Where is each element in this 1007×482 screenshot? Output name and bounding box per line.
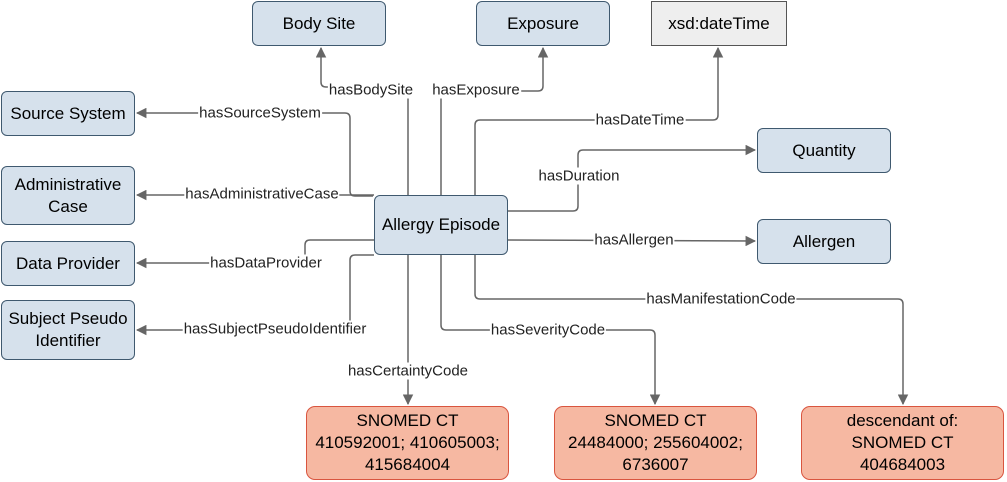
node-data-provider[interactable]: Data Provider	[1, 241, 135, 286]
label-has-duration: hasDuration	[537, 167, 621, 185]
label-has-exposure: hasExposure	[431, 81, 521, 99]
node-subject-pseudo-identifier[interactable]: Subject Pseudo Identifier	[1, 300, 135, 360]
label-has-administrative-case: hasAdministrativeCase	[184, 185, 340, 203]
node-quantity[interactable]: Quantity	[757, 128, 891, 173]
node-xsd-datetime[interactable]: xsd:dateTime	[651, 1, 787, 46]
node-certainty-codes[interactable]: SNOMED CT 410592001; 410605003; 41568400…	[306, 406, 509, 480]
edge-has-source-system	[135, 107, 373, 197]
node-exposure[interactable]: Exposure	[476, 1, 610, 46]
label-has-source-system: hasSourceSystem	[198, 104, 322, 122]
node-allergen[interactable]: Allergen	[757, 219, 891, 264]
label-has-body-site: hasBodySite	[327, 81, 415, 99]
edge-has-body-site	[315, 46, 409, 195]
label-has-severity-code: hasSeverityCode	[489, 321, 607, 339]
node-body-site[interactable]: Body Site	[252, 1, 386, 46]
label-has-manifestation-code: hasManifestationCode	[645, 290, 797, 308]
label-has-date-time: hasDateTime	[594, 111, 686, 129]
node-administrative-case[interactable]: Administrative Case	[1, 166, 135, 225]
node-source-system[interactable]: Source System	[1, 91, 135, 136]
label-has-certainty-code: hasCertaintyCode	[346, 362, 470, 380]
label-has-data-provider: hasDataProvider	[209, 254, 323, 272]
edge-has-exposure	[440, 46, 549, 195]
label-has-subject-pseudo-identifier: hasSubjectPseudoIdentifier	[182, 320, 368, 338]
node-severity-codes[interactable]: SNOMED CT 24484000; 255604002; 6736007	[554, 406, 757, 480]
node-manifestation-codes[interactable]: descendant of: SNOMED CT 404684003	[801, 406, 1004, 480]
label-has-allergen: hasAllergen	[593, 231, 675, 249]
node-allergy-episode[interactable]: Allergy Episode	[374, 195, 508, 255]
